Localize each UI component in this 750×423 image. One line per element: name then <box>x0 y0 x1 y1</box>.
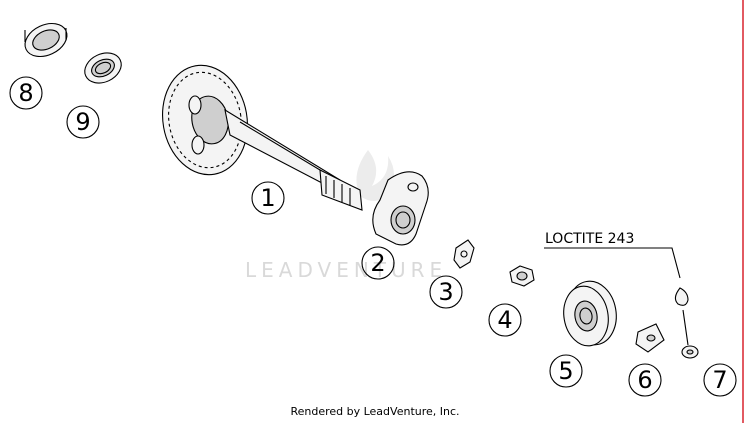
svg-text:7: 7 <box>712 366 727 394</box>
part-4-nut <box>509 265 535 287</box>
callout-3: 3 <box>429 275 463 309</box>
part-5-bearing <box>563 280 617 347</box>
loctite-callout: LOCTITE 243 <box>544 231 681 279</box>
callout-8: 8 <box>9 76 43 110</box>
svg-text:3: 3 <box>438 278 453 306</box>
part-7-screw <box>674 287 699 359</box>
callout-5: 5 <box>549 354 583 388</box>
part-1-gear-shaft <box>161 64 363 211</box>
callout-7: 7 <box>703 363 737 397</box>
footer-credit: Rendered by LeadVenture, Inc. <box>290 405 459 418</box>
part-2-lever <box>372 171 429 246</box>
svg-text:6: 6 <box>637 366 652 394</box>
callout-1: 1 <box>251 181 285 215</box>
part-6-washer-plate <box>635 323 665 353</box>
callout-4: 4 <box>488 303 522 337</box>
watermark-text: LEADVENTURE <box>245 258 447 282</box>
svg-text:5: 5 <box>558 357 573 385</box>
callout-6: 6 <box>628 363 662 397</box>
svg-text:4: 4 <box>497 306 512 334</box>
part-3-clip <box>453 239 475 269</box>
part-9-seal-ring <box>84 52 122 84</box>
svg-text:9: 9 <box>75 108 90 136</box>
svg-text:8: 8 <box>18 79 33 107</box>
part-8-bearing-ring <box>24 22 68 58</box>
loctite-label: LOCTITE 243 <box>545 231 634 247</box>
svg-text:1: 1 <box>260 184 275 212</box>
svg-text:2: 2 <box>370 249 385 277</box>
loctite-drop-icon <box>674 287 689 306</box>
callout-2: 2 <box>361 246 395 280</box>
callout-9: 9 <box>66 105 100 139</box>
